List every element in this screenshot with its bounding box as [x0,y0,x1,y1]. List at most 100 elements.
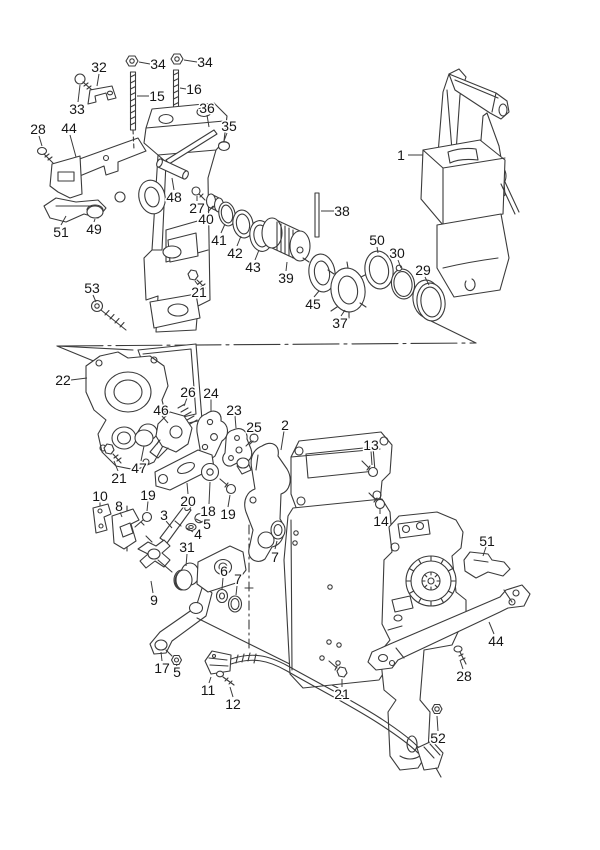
callout-leader-18-39 [208,481,211,505]
part-grommet-7 [271,521,285,539]
part-washer-18 [202,464,219,481]
section-divider [57,321,476,362]
part-bolt-14 [369,493,385,509]
part-mount-plate [284,432,397,688]
callout-7-49: 7 [271,549,279,565]
callout-28-60: 28 [456,668,472,684]
callout-35-6: 35 [221,118,237,134]
part-bolt-21-left [104,444,121,463]
part-control-head-1 [421,69,519,297]
part-plate-23 [223,429,252,474]
callout-leader-37-22 [340,309,346,317]
callout-21-26: 21 [191,284,207,300]
part-pin-48 [155,158,189,180]
callout-16-4: 16 [186,81,202,97]
part-cap-49 [87,205,103,218]
callout-11-55: 11 [201,682,216,698]
callout-22-28: 22 [55,372,71,388]
part-bracket-10 [93,504,111,533]
part-screw-12 [217,671,235,685]
callout-leader-26-29 [183,397,188,407]
part-bracket-46 [150,412,192,458]
callout-leader-39-20 [285,261,288,272]
callout-25-33: 25 [246,419,262,435]
callout-leader-13-35 [370,450,373,466]
part-bolt-33 [75,74,92,90]
callout-41-16: 41 [211,232,227,248]
callout-49-12: 49 [86,221,102,237]
callout-17-53: 17 [154,660,170,676]
part-screw-53 [92,301,127,331]
part-bolt-21-bottom [329,661,347,677]
callout-52-61: 52 [430,730,446,746]
callout-21-57: 21 [334,686,350,702]
callout-leader-21-36 [113,460,119,472]
callout-34-1: 34 [150,56,166,72]
part-plate-2 [245,443,290,561]
part-bolt-27 [192,187,205,200]
callout-40-15: 40 [198,211,214,227]
part-bracket-8 [112,506,139,554]
part-ring-29 [410,278,447,323]
callout-1-10: 1 [397,147,405,163]
callout-leader-46-31 [161,415,169,424]
callout-leader-44-9 [69,134,77,158]
part-washer-42 [231,208,256,239]
part-bolt-19-right [220,479,236,494]
callout-12-56: 12 [225,696,241,712]
callout-leader-7-49 [274,540,278,550]
callout-leader-4-46 [186,527,194,533]
part-drum-37 [328,262,368,318]
callout-leader-48-13 [171,177,175,191]
part-nut-52 [432,705,442,714]
callout-leader-lines [38,59,495,732]
part-arm-17 [150,546,246,656]
part-bolt-13 [362,461,378,477]
part-gear-39 [262,218,310,262]
callout-44-59: 44 [488,633,504,649]
callout-36-5: 36 [199,100,215,116]
callout-leader-41-16 [220,223,226,234]
callout-3-44: 3 [160,507,168,523]
callout-leader-22-28 [70,377,88,381]
callout-53-27: 53 [84,280,100,296]
callout-leader-40-15 [207,205,214,213]
part-upper-housing [115,103,227,332]
callout-leader-34-2 [183,59,198,63]
callout-leader-3-44 [165,520,173,529]
callout-leader-17-53 [160,651,163,662]
callout-10-42: 10 [92,488,108,504]
callout-leader-33-7 [77,84,81,103]
callout-18-39: 18 [200,503,216,519]
callout-48-13: 48 [166,189,182,205]
callout-leader-21-26 [194,280,199,286]
callout-leader-5-45 [195,518,203,523]
callout-34-2: 34 [197,54,213,70]
part-bushing-31 [174,563,199,590]
callout-leader-31-47 [185,553,188,567]
part-cap-35 [219,142,230,151]
callout-leader-8-43 [119,511,123,518]
callout-leader-36-5 [206,114,210,128]
part-lever-44 [50,138,146,198]
callout-37-22: 37 [332,315,348,331]
part-cam-plate-24 [197,411,228,459]
callout-leader-28-60 [459,659,464,670]
callout-leader-23-32 [234,415,237,429]
callout-20-38: 20 [180,493,196,509]
callout-leader-29-25 [424,276,430,286]
callout-28-8: 28 [30,121,46,137]
part-pin-38 [315,193,319,237]
part-clip-5 [195,514,203,523]
callout-50-23: 50 [369,232,385,248]
part-bushing-40 [207,194,224,212]
callout-leader-43-18 [254,249,260,261]
callout-leader-35-6 [223,132,228,142]
callout-7-51: 7 [234,571,242,587]
part-stud-15 [131,72,136,150]
callout-leader-30-24 [397,259,402,269]
part-switch-11 [205,651,231,674]
